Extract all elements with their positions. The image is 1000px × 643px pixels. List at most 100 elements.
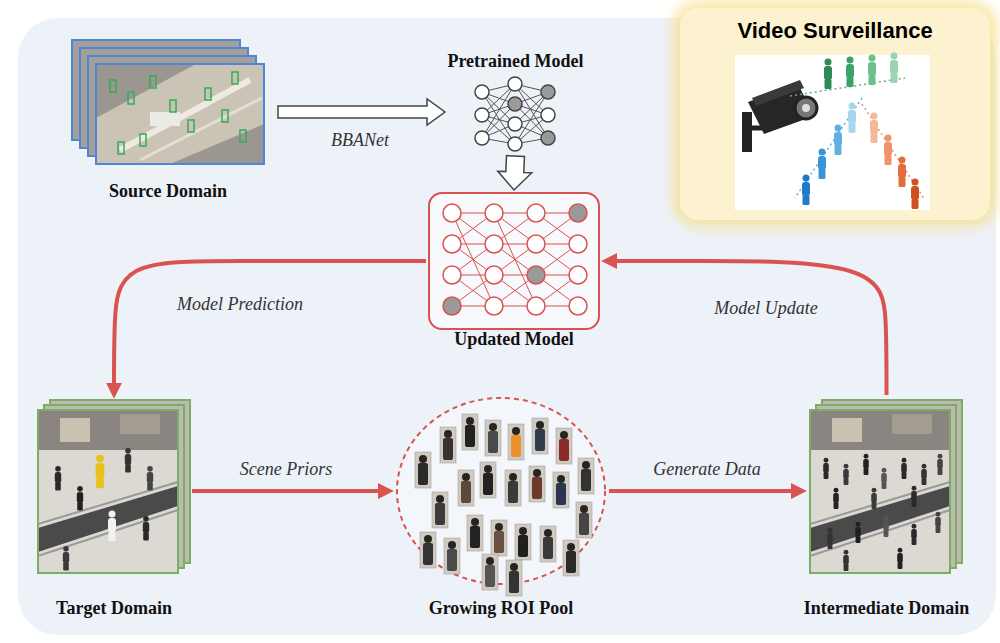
model-node: Pretrained Model [458, 76, 573, 154]
application-box: Video Surveillance [680, 8, 990, 220]
surveillance-illustration [884, 135, 892, 166]
updated-network-icon [443, 266, 461, 284]
intermediate-image-stack [892, 414, 932, 434]
roi-pool-outline [395, 396, 607, 586]
edge-label: Model Prediction [177, 294, 303, 315]
source-image-stack [120, 80, 250, 150]
source-image-stack [205, 88, 211, 100]
surveillance-illustration [752, 122, 768, 128]
source-image-stack [72, 40, 240, 140]
source-image-stack [188, 120, 194, 132]
intermediate-image-stack [810, 410, 950, 573]
intermediate-image-stack [816, 405, 956, 568]
updated-network-icon [569, 266, 587, 284]
intermediate-image-stack [810, 482, 950, 556]
intermediate-image-stack [822, 400, 962, 563]
surveillance-illustration [790, 78, 905, 96]
roi-crops [415, 452, 431, 488]
source-image-stack [88, 56, 256, 156]
roi-crops [576, 502, 592, 538]
target-image-stack [38, 486, 178, 552]
roi-crops [529, 466, 545, 502]
target-image-stack [38, 400, 190, 573]
updated-network-icon [569, 235, 587, 253]
roi-crops [540, 526, 556, 562]
pretrained-network-icon [541, 108, 555, 122]
pretrained-network-icon [541, 131, 555, 145]
roi-crops [491, 520, 507, 556]
intermediate-image-stack [921, 464, 927, 485]
node-caption: Growing ROI Pool [325, 597, 677, 619]
roi-crops [420, 532, 436, 568]
node-caption: Updated Model [360, 328, 668, 350]
pretrained-network-icon [475, 77, 555, 151]
target-image-stack [38, 410, 178, 573]
intermediate-image-stack [832, 418, 862, 442]
roi-crops [578, 458, 594, 494]
source-image-stack [118, 142, 124, 154]
surveillance-illustration [752, 80, 804, 106]
surveillance-illustration [868, 55, 876, 86]
intermediate-image-stack [810, 410, 950, 573]
intermediate-image-stack [843, 550, 849, 571]
updated-network-icon [485, 204, 503, 222]
surveillance-illustration [870, 113, 878, 144]
source-image-stack [232, 72, 238, 84]
intermediate-image-stack [855, 522, 861, 543]
flow-arrow [278, 99, 445, 125]
surveillance-illustration [848, 103, 856, 134]
roi-crops [515, 524, 531, 560]
intermediate-image-stack [897, 548, 903, 569]
target-image-stack [77, 486, 83, 510]
updated-network-icon [527, 266, 545, 284]
source-image-stack [110, 72, 246, 154]
target-image-stack [63, 546, 69, 570]
updated-network-icon [485, 266, 503, 284]
updated-network-icon [452, 213, 578, 306]
updated-network-icon [527, 235, 545, 253]
target-image-stack [38, 410, 178, 573]
target-image-stack [120, 414, 160, 434]
source-image-stack [110, 80, 116, 92]
edge-label: Generate Data [653, 459, 760, 480]
node-caption: Video Surveillance [610, 18, 1000, 44]
source-image-stack [150, 112, 180, 126]
surveillance-illustration [795, 98, 862, 198]
target-image-stack [44, 405, 184, 568]
image-stack-node: Target Domain [38, 400, 190, 575]
roi-crops [482, 554, 498, 590]
updated-network-icon [527, 204, 545, 222]
source-image-stack [128, 92, 134, 104]
flow-arrow [114, 261, 426, 394]
pretrained-network-icon [475, 131, 489, 145]
roi-pool-outline [397, 398, 605, 584]
surveillance-illustration [735, 53, 930, 211]
source-image-stack [96, 64, 264, 164]
intermediate-image-stack [827, 528, 833, 549]
intermediate-image-stack [901, 458, 907, 479]
source-image-stack [96, 64, 264, 164]
roi-crops [563, 540, 579, 576]
intermediate-image-stack [810, 400, 962, 573]
roi-crops [467, 515, 483, 551]
updated-network-icon [443, 204, 461, 222]
pretrained-network-icon [475, 77, 555, 151]
surveillance-illustration [802, 104, 810, 112]
intermediate-image-stack [863, 454, 869, 475]
pretrained-network-icon [508, 137, 522, 151]
pretrained-network-icon [508, 97, 522, 111]
intermediate-image-stack [911, 486, 917, 507]
image-stack-node: Source Domain [68, 38, 268, 166]
intermediate-image-stack [937, 454, 943, 475]
source-image-stack [240, 130, 246, 142]
flow-arrow [498, 156, 532, 190]
updated-network-icon [485, 297, 503, 315]
updated-network-icon [443, 235, 461, 253]
roi-pool-ellipse: Growing ROI Pool [395, 396, 607, 586]
surveillance-illustration [862, 104, 925, 200]
target-image-stack [60, 418, 90, 442]
updated-network-icon [443, 204, 587, 315]
source-image-stack [222, 110, 228, 122]
updated-network-icon [569, 204, 587, 222]
model-box: Updated Model [428, 192, 600, 330]
